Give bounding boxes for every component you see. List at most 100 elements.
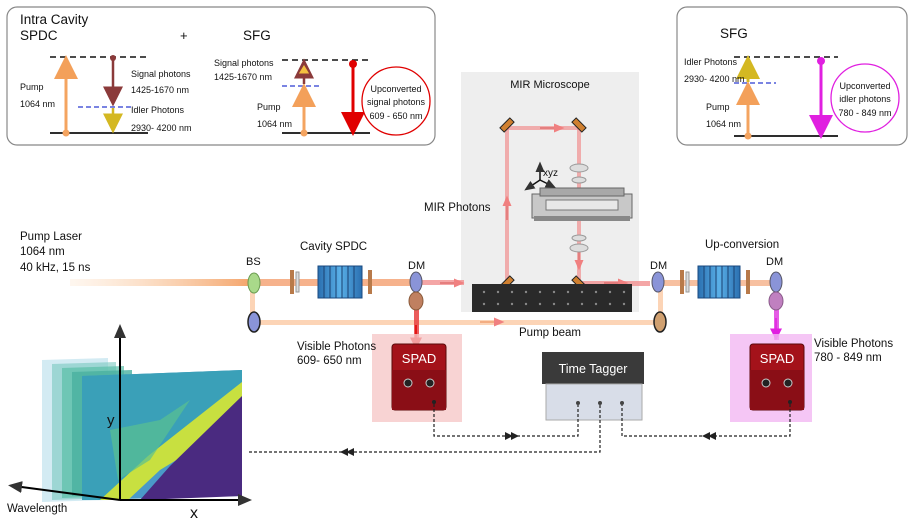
time-tagger-body xyxy=(545,383,643,421)
sfg-pump-wavelength: 1064 nm xyxy=(257,119,292,129)
visible-left-range: 609- 650 nm xyxy=(297,355,362,367)
spad-left-label: SPAD xyxy=(402,351,436,366)
upconverted-signal-line3: 609 - 650 nm xyxy=(369,111,422,121)
upconv-mirror-left xyxy=(680,270,684,294)
upconverted-idler-line3: 780 - 849 nm xyxy=(838,108,891,118)
stage-top xyxy=(539,187,625,197)
sfg-title-left: SFG xyxy=(243,28,271,43)
breadboard-holes xyxy=(482,290,626,306)
sfg-signal-range: 1425-1670 nm xyxy=(214,72,272,82)
pump-label: Pump xyxy=(20,82,44,92)
spdc-crystal xyxy=(317,265,363,299)
spad-left-connector-2 xyxy=(425,378,435,388)
dichroic-mirror-right xyxy=(769,271,783,293)
spad-right-output-port xyxy=(788,400,792,404)
objective-lens-bottom xyxy=(571,234,587,242)
spdc-crystal-grating xyxy=(323,266,355,298)
right-pump-dot xyxy=(744,132,752,140)
spad-right-front xyxy=(750,370,804,410)
cavity-lens-left xyxy=(295,271,300,293)
beam-splitter xyxy=(247,272,261,294)
idler-range: 2930- 4200 nm xyxy=(131,123,192,133)
sfg-pump-label: Pump xyxy=(257,102,281,112)
cable-arrows xyxy=(340,432,716,456)
spad-right-connector-2 xyxy=(783,378,793,388)
mir-photons-label: MIR Photons xyxy=(424,202,491,214)
axis-wavelength-label: Wavelength xyxy=(7,503,67,515)
cavity-mirror-right xyxy=(368,270,372,294)
upconverted-idler-dot xyxy=(817,57,825,65)
mirror-mir-top-right xyxy=(571,117,587,133)
sfg-crystal-grating xyxy=(703,266,735,298)
time-tagger-label: Time Tagger xyxy=(559,362,628,376)
pump-laser-wavelength: 1064 nm xyxy=(20,246,65,258)
dm-left-label: DM xyxy=(408,260,425,272)
right-pump-wavelength: 1064 nm xyxy=(706,119,741,129)
pump-beam-label: Pump beam xyxy=(519,327,581,339)
energy-diagram-right: SFG Idler Photons 2930- 4200 nm Pump 106… xyxy=(676,6,908,146)
spad-left-output-port xyxy=(432,400,436,404)
cable-to-computer xyxy=(248,405,601,453)
sfg-title-right: SFG xyxy=(720,26,748,41)
right-pump-label: Pump xyxy=(706,102,730,112)
intra-cavity-title: Intra Cavity xyxy=(20,12,89,27)
upconverted-idler-circle xyxy=(830,63,900,133)
dm-mid-label: DM xyxy=(650,260,667,272)
visible-right-label: Visible Photons xyxy=(814,338,893,350)
time-tagger-port-3 xyxy=(620,401,624,405)
sfg-pump-dot xyxy=(300,129,308,137)
signal-dot xyxy=(110,55,116,61)
stage-slot xyxy=(545,199,619,211)
breadboard xyxy=(472,284,632,312)
pump-wavelength: 1064 nm xyxy=(20,99,55,109)
upconversion-label: Up-conversion xyxy=(705,239,779,251)
visible-right-range: 780 - 849 nm xyxy=(814,352,882,364)
upconverted-signal-dot xyxy=(349,60,357,68)
pump-return-beam xyxy=(252,320,662,325)
dichroic-mirror-left xyxy=(409,271,423,293)
pump-laser-rep: 40 kHz, 15 ns xyxy=(20,262,91,274)
mirror-pump-right xyxy=(653,311,667,333)
axis-wavelength-arrow xyxy=(8,481,121,501)
time-tagger-port-2 xyxy=(598,401,602,405)
axis-y-label: y xyxy=(107,412,115,429)
cable-spad-left xyxy=(433,404,579,437)
dm-right-down-beam xyxy=(658,286,663,322)
plus-sign: + xyxy=(180,28,188,43)
axis-x-label: x xyxy=(190,505,198,522)
stage-base xyxy=(534,216,630,221)
upconverted-idler-line2: idler photons xyxy=(839,94,891,104)
pump-laser-beam xyxy=(70,279,252,286)
mirror-mir-top-left xyxy=(499,117,515,133)
hyperspectral-stack xyxy=(8,324,252,506)
pump-laser-label: Pump Laser xyxy=(20,231,82,243)
sfg-signal-head xyxy=(297,63,311,75)
spdc-title: SPDC xyxy=(20,28,58,43)
idler-label: Idler Photons xyxy=(131,105,185,115)
dichroic-mirror-mid xyxy=(651,271,665,293)
objective-lens-top xyxy=(569,163,589,173)
xyz-axes-icon xyxy=(524,161,557,191)
heatmap-region-yellow xyxy=(100,382,242,500)
spad-right-label: SPAD xyxy=(760,351,794,366)
right-idler-label: Idler Photons xyxy=(684,57,738,67)
pump-dot xyxy=(62,129,70,137)
filter-left xyxy=(408,291,424,311)
spad-left-connector xyxy=(403,378,413,388)
xyz-label: xyz xyxy=(543,168,558,179)
mir-microscope-label: MIR Microscope xyxy=(510,79,589,91)
cavity-mirror-left xyxy=(290,270,294,294)
bs-label: BS xyxy=(246,256,261,268)
sample-stage xyxy=(531,187,633,221)
time-tagger-top xyxy=(542,352,644,384)
upconverted-signal-line1: Upconverted xyxy=(370,84,421,94)
heatmap-region-purple xyxy=(140,396,242,500)
objective-lens-top-2 xyxy=(571,176,587,184)
sfg-signal-label: Signal photons xyxy=(214,58,274,68)
visible-left-label: Visible Photons xyxy=(297,341,376,353)
heatmap-region-green xyxy=(110,400,190,480)
upconverted-signal-line2: signal photons xyxy=(367,97,426,107)
upconv-mirror-right xyxy=(746,270,750,294)
upconv-lens-left xyxy=(685,271,690,293)
